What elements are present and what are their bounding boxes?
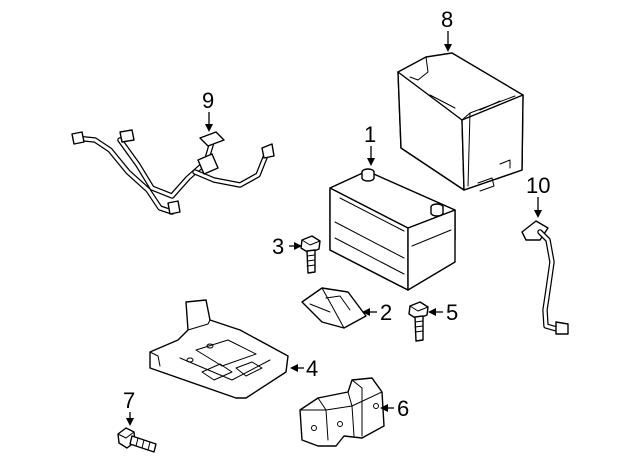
part-4-battery-tray (149, 299, 289, 399)
part-1-battery (329, 168, 456, 291)
leaders (126, 31, 542, 426)
callout-8: 8 (441, 7, 453, 32)
callout-4: 4 (306, 356, 318, 381)
callout-7: 7 (123, 388, 135, 413)
part-8-battery-cover (397, 52, 524, 192)
callout-9: 9 (202, 88, 214, 113)
part-5-bolt (408, 301, 429, 342)
callout-3: 3 (272, 234, 284, 259)
part-7-bolt (117, 427, 157, 453)
part-6-terminal-cover (299, 377, 385, 447)
callout-6: 6 (397, 396, 409, 421)
part-9-cable-harness (71, 129, 275, 215)
part-2-hold-down (301, 287, 367, 329)
callout-1: 1 (364, 122, 376, 147)
callout-2: 2 (380, 300, 392, 325)
callout-5: 5 (446, 300, 458, 325)
callout-10: 10 (526, 173, 550, 198)
part-10-cable (521, 220, 569, 335)
part-3-bolt (300, 235, 321, 274)
